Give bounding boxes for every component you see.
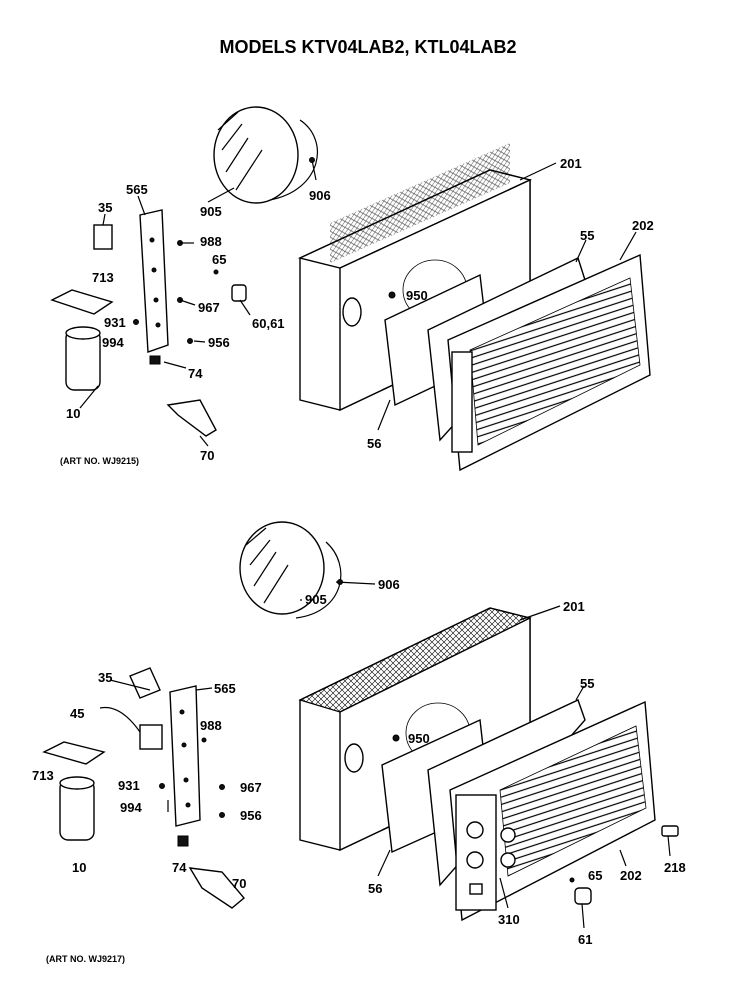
control-knob <box>231 284 247 302</box>
trim-cap <box>661 825 679 837</box>
page-title: MODELS KTV04LAB2, KTL04LAB2 <box>219 37 516 57</box>
label-906: 906 <box>309 188 331 203</box>
label-55: 55 <box>580 228 594 243</box>
art-number-bottom: (ART NO. WJ9217) <box>46 954 125 964</box>
thermostat <box>188 867 245 909</box>
label-931: 931 <box>118 778 140 793</box>
label-10: 10 <box>72 860 86 875</box>
label-65: 65 <box>212 252 226 267</box>
label-10: 10 <box>66 406 80 421</box>
label-956: 956 <box>240 808 262 823</box>
thermostat <box>166 399 217 437</box>
label-906: 906 <box>378 577 400 592</box>
label-713: 713 <box>32 768 54 783</box>
capacitor-bracket <box>50 289 114 315</box>
label-70: 70 <box>200 448 214 463</box>
switch <box>93 224 113 250</box>
label-310: 310 <box>498 912 520 927</box>
label-565: 565 <box>214 681 236 696</box>
label-45: 45 <box>70 706 84 721</box>
switch <box>129 667 161 699</box>
label-56: 56 <box>368 881 382 896</box>
label-201: 201 <box>560 156 582 171</box>
blower-wheel <box>207 106 318 204</box>
capacitor <box>65 326 101 391</box>
control-knob <box>574 887 592 905</box>
label-713: 713 <box>92 270 114 285</box>
label-905: 905 <box>305 592 327 607</box>
label-988: 988 <box>200 718 222 733</box>
label-950: 950 <box>408 731 430 746</box>
label-65: 65 <box>588 868 602 883</box>
art-number-top: (ART NO. WJ9215) <box>60 456 139 466</box>
label-74: 74 <box>172 860 187 875</box>
label-35: 35 <box>98 670 112 685</box>
front-grille <box>447 253 651 472</box>
label-55: 55 <box>580 676 594 691</box>
label-61: 61 <box>578 932 592 947</box>
label-35: 35 <box>98 200 112 215</box>
label-988: 988 <box>200 234 222 249</box>
label-950: 950 <box>406 288 428 303</box>
relay <box>99 706 163 750</box>
capacitor <box>59 776 95 841</box>
capacitor-bracket <box>42 741 106 765</box>
label-218: 218 <box>664 860 686 875</box>
control-bracket <box>169 685 201 827</box>
front-panel <box>449 700 656 922</box>
control-bracket <box>139 209 169 353</box>
label-202: 202 <box>632 218 654 233</box>
label-202: 202 <box>620 868 642 883</box>
label-931: 931 <box>104 315 126 330</box>
cabinet <box>297 142 533 412</box>
label-201: 201 <box>563 599 585 614</box>
label-565: 565 <box>126 182 148 197</box>
label-994: 994 <box>102 335 124 350</box>
label-994: 994 <box>120 800 142 815</box>
blower-wheel <box>239 521 342 619</box>
label-956: 956 <box>208 335 230 350</box>
top-exploded-view: 905 906 201 565 35 988 65 713 967 60,61 … <box>50 106 654 472</box>
label-56: 56 <box>367 436 381 451</box>
label-905: 905 <box>200 204 222 219</box>
label-60-61: 60,61 <box>252 316 285 331</box>
label-967: 967 <box>198 300 220 315</box>
bottom-exploded-view: 905 906 201 35 565 45 988 713 931 967 99… <box>32 521 686 964</box>
label-967: 967 <box>240 780 262 795</box>
label-70: 70 <box>232 876 246 891</box>
label-74: 74 <box>188 366 203 381</box>
